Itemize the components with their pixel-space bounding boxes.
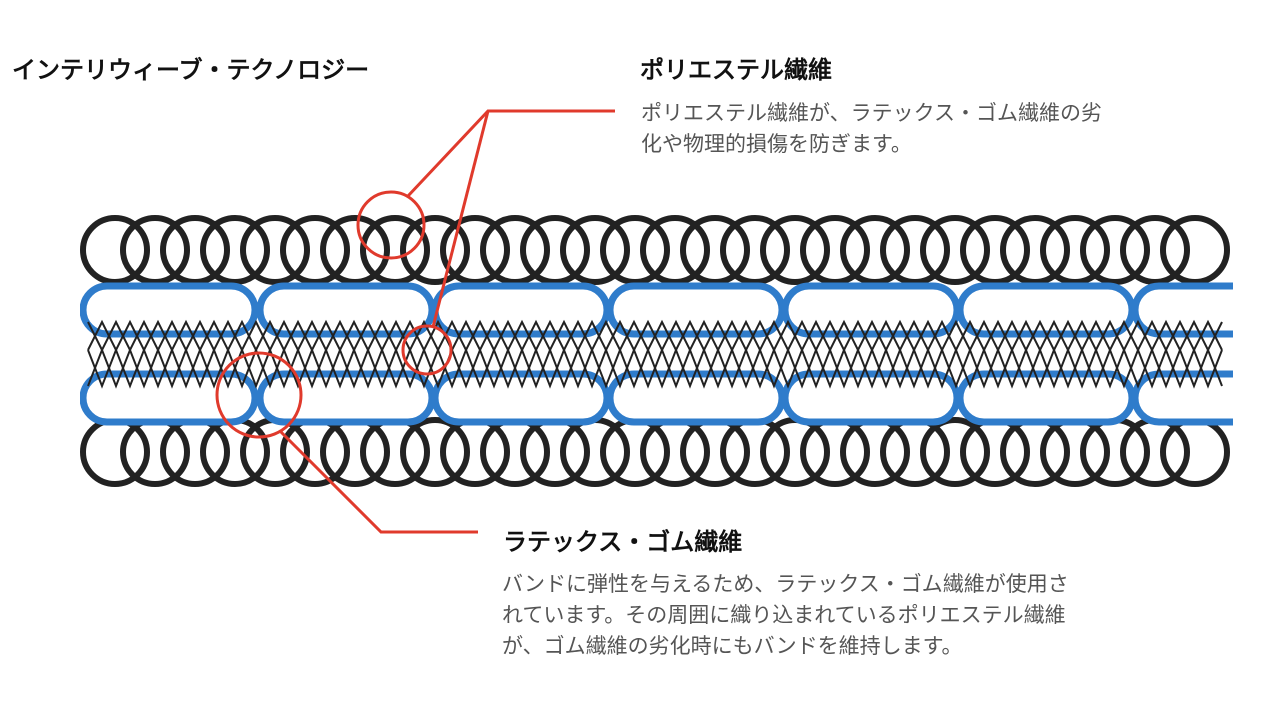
latex-loop [80, 282, 259, 338]
polyester-description: ポリエステル繊維が、ラテックス・ゴム繊維の劣 化や物理的損傷を防ぎます。 [641, 98, 1241, 160]
polyester-loop [360, 417, 430, 487]
polyester-loop [1040, 215, 1110, 285]
polyester-loop [240, 215, 310, 285]
polyester-loop [960, 417, 1030, 487]
polyester-description-line: ポリエステル繊維が、ラテックス・ゴム繊維の劣 [641, 101, 1102, 125]
polyester-loop [1160, 215, 1230, 285]
polyester-loop [120, 215, 190, 285]
polyester-loop [920, 417, 990, 487]
polyester-loop [280, 215, 350, 285]
polyester-loop [80, 215, 150, 285]
polyester-loop [600, 215, 670, 285]
polyester-loop [520, 215, 590, 285]
polyester-loop [1040, 417, 1110, 487]
polyester-description-line: 化や物理的損傷を防ぎます。 [641, 132, 912, 156]
polyester-loop [800, 417, 870, 487]
polyester-weave-zigzag [87, 319, 1223, 389]
polyester-loop [840, 215, 910, 285]
polyester-loop [960, 215, 1030, 285]
polyester-loop [320, 417, 390, 487]
polyester-loop [1000, 417, 1070, 487]
latex-loop [1131, 370, 1233, 426]
polyester-loop [120, 417, 190, 487]
polyester-loop [360, 215, 430, 285]
polyester-loop [280, 417, 350, 487]
polyester-loop [440, 215, 510, 285]
polyester-loop [240, 417, 310, 487]
callout-line-polyester-a [406, 109, 615, 198]
polyester-loop [760, 215, 830, 285]
callout-circle-polyester-top [356, 190, 426, 260]
polyester-loop [920, 215, 990, 285]
callout-line-latex [279, 430, 478, 534]
polyester-loop [640, 417, 710, 487]
latex-row-top [80, 282, 1233, 338]
polyester-loop [400, 417, 470, 487]
zigzag-strand [87, 319, 1223, 353]
polyester-loop [160, 215, 230, 285]
latex-loop [1131, 282, 1233, 338]
callout-line-polyester-b [431, 110, 490, 328]
polyester-loop [200, 215, 270, 285]
polyester-loop [840, 417, 910, 487]
polyester-title: ポリエステル繊維 [640, 56, 832, 84]
latex-row-bottom [80, 370, 1233, 426]
polyester-loop [720, 417, 790, 487]
zigzag-strand [87, 347, 1223, 389]
polyester-loops-bottom [80, 417, 1230, 487]
polyester-loop [880, 215, 950, 285]
polyester-loop [1120, 215, 1190, 285]
polyester-loops-top [80, 215, 1230, 285]
polyester-loop [760, 417, 830, 487]
latex-description-line: バンドに弾性を与えるため、ラテックス・ゴム繊維が使用さ [502, 572, 1069, 596]
polyester-loop [480, 215, 550, 285]
callout-lines [215, 109, 615, 534]
polyester-loop [1080, 417, 1150, 487]
polyester-loop [160, 417, 230, 487]
polyester-loop [560, 417, 630, 487]
page-title: インテリウィーブ・テクノロジー [12, 56, 370, 84]
callout-circle-latex [215, 351, 303, 439]
polyester-loop [520, 417, 590, 487]
polyester-loop [400, 215, 470, 285]
polyester-loop [1160, 417, 1230, 487]
polyester-loop [320, 215, 390, 285]
polyester-loop [440, 417, 510, 487]
polyester-loop [680, 215, 750, 285]
polyester-loop [800, 215, 870, 285]
latex-description-line: が、ゴム繊維の劣化時にもバンドを維持します。 [502, 634, 963, 658]
polyester-loop [880, 417, 950, 487]
latex-description-line: れています。その周囲に織り込まれているポリエステル繊維 [502, 603, 1066, 627]
polyester-loop [680, 417, 750, 487]
polyester-loop [720, 215, 790, 285]
polyester-loop [480, 417, 550, 487]
polyester-loop [600, 417, 670, 487]
latex-title: ラテックス・ゴム繊維 [503, 528, 743, 556]
polyester-loop [1000, 215, 1070, 285]
callout-circle-polyester-weave [401, 324, 453, 376]
polyester-loop [560, 215, 630, 285]
polyester-loop [1080, 215, 1150, 285]
polyester-loop [640, 215, 710, 285]
latex-description: バンドに弾性を与えるため、ラテックス・ゴム繊維が使用さ れています。その周囲に織… [502, 569, 1232, 662]
latex-loop [80, 370, 259, 426]
polyester-loop [80, 417, 150, 487]
polyester-loop [1120, 417, 1190, 487]
